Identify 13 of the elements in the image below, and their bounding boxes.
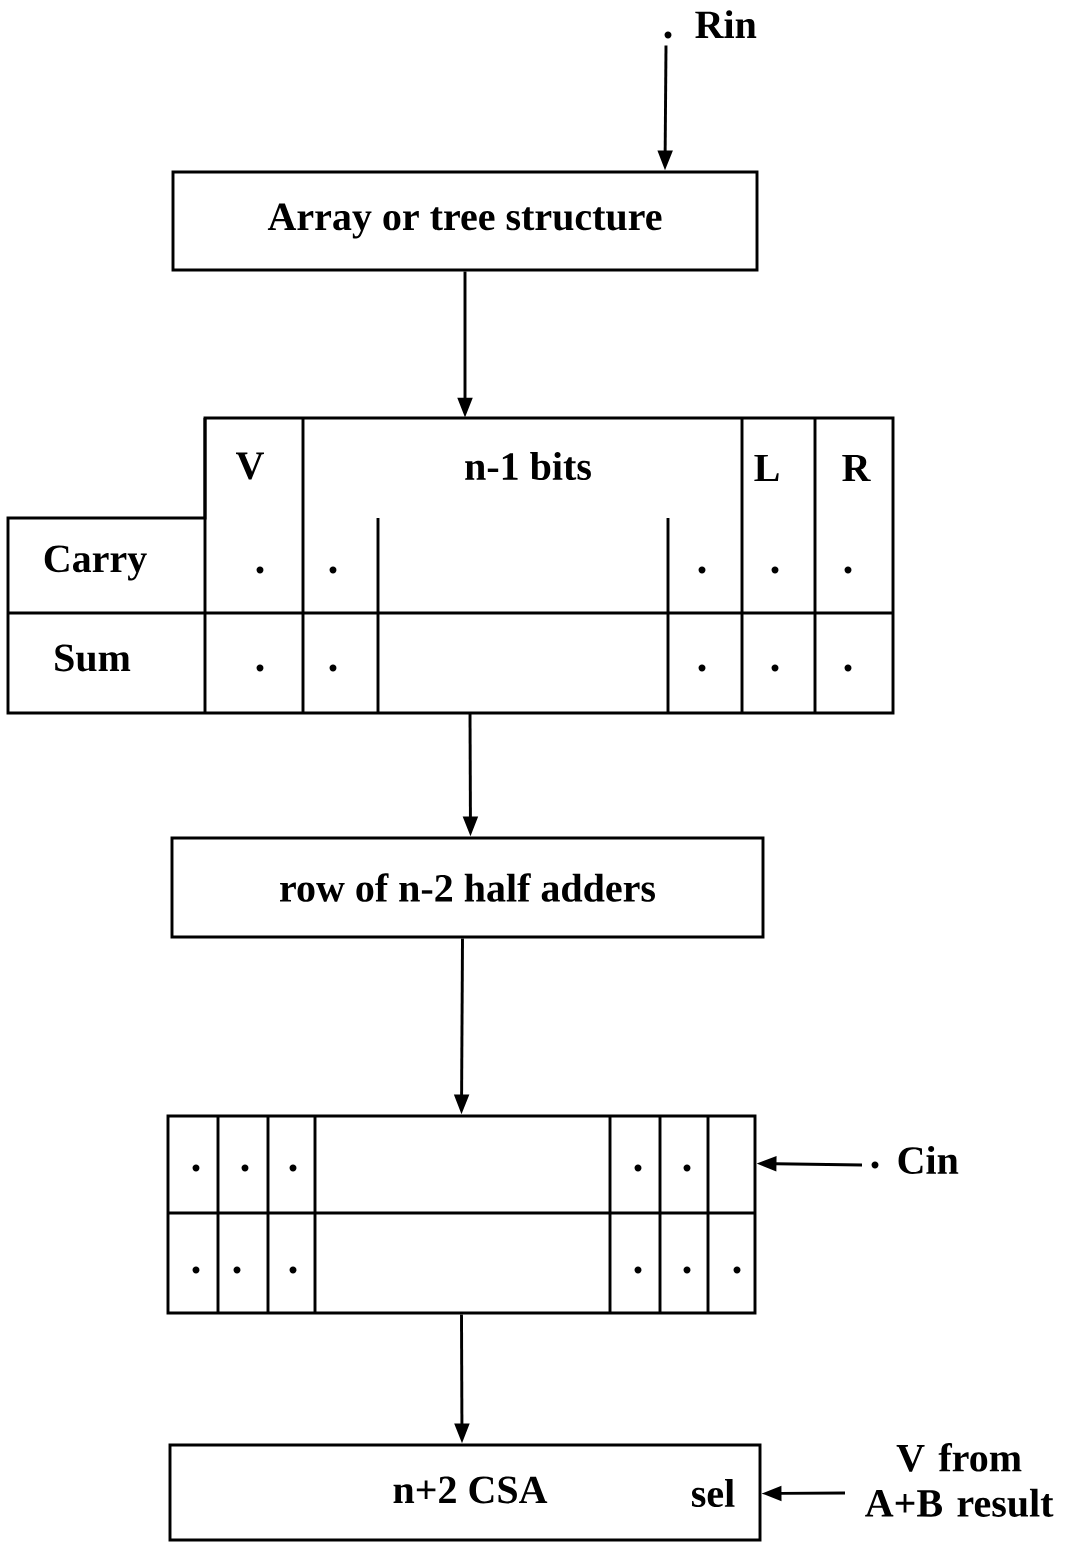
register-drawing	[166, 1114, 757, 1315]
row-header: Carry	[44, 545, 147, 581]
column-header: L	[754, 454, 779, 482]
column-header: n-1 bits	[465, 451, 591, 481]
input-label: V from A+B result	[865, 1443, 1054, 1517]
port-label: sel	[692, 1478, 735, 1508]
input-label: Cin	[898, 1145, 959, 1175]
process-box: row of n-2 half adders	[170, 836, 765, 939]
row-header: Sum	[55, 644, 131, 672]
input-label: Rin	[695, 10, 757, 38]
column-header: R	[842, 454, 871, 482]
column-header: V	[236, 452, 264, 480]
process-box: Array or tree structure	[171, 170, 759, 272]
